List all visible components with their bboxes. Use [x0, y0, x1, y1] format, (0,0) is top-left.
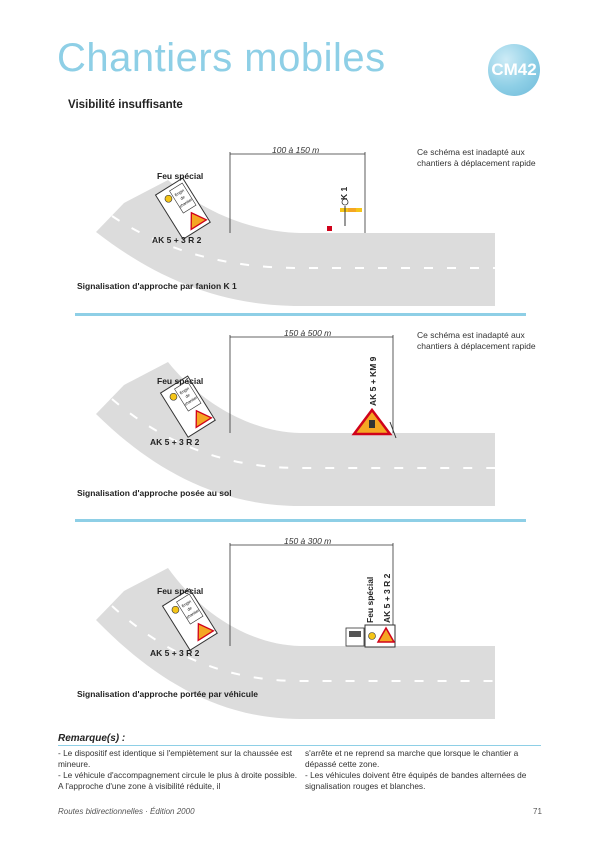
remark-text: s'arrête et ne reprend sa marche que lor… — [305, 748, 519, 769]
svg-text:de: de — [186, 605, 193, 612]
special-light-icon — [169, 392, 178, 401]
diagram-caption: Signalisation d'approche par fanion K 1 — [77, 281, 237, 291]
diagram-note: Ce schéma est inadapté aux chantiers à d… — [417, 330, 536, 351]
ak5-sign-icon — [195, 409, 213, 429]
svg-text:Engin: Engin — [179, 386, 190, 396]
svg-text:Engin: Engin — [174, 188, 185, 198]
vehicle-sign-label: AK 5 + 3 R 2 — [150, 437, 200, 447]
road-diagram-1: Engin de chantier — [96, 152, 495, 306]
diagram-caption: Signalisation d'approche portée par véhi… — [77, 689, 259, 699]
vehicle-panel — [174, 380, 202, 412]
work-vehicle: Engin de chantier — [159, 375, 216, 438]
road-centre-line — [111, 215, 495, 269]
distance-label: 150 à 300 m — [284, 536, 332, 546]
remark-text: - Le dispositif est identique si l'empiè… — [58, 748, 293, 769]
remarks-title: Remarque(s) : — [58, 733, 126, 744]
ak5-sign-icon — [376, 626, 396, 643]
diagram-caption: Signalisation d'approche posée au sol — [77, 488, 232, 498]
road-diagram-3: Engin de chantier — [96, 543, 495, 719]
device-label: AK 5 + KM 9 — [368, 356, 378, 406]
vehicle-label: Feu spécial — [157, 586, 204, 596]
vehicle-sign-label: AK 5 + 3 R 2 — [152, 235, 202, 245]
svg-text:de: de — [179, 194, 186, 201]
remarks-left-column: - Le dispositif est identique si l'empiè… — [58, 748, 298, 792]
road-centre-line — [111, 605, 495, 682]
page-subtitle: Visibilité insuffisante — [68, 99, 183, 111]
section-divider — [75, 313, 526, 316]
road-shape — [96, 362, 495, 506]
special-light-icon — [164, 194, 173, 203]
ground-sign-ak5-icon — [351, 407, 397, 439]
escort-vehicle — [345, 624, 396, 648]
ak5-sign-icon — [190, 211, 208, 231]
vehicle-label: Feu spécial — [157, 376, 204, 386]
distance-label: 100 à 150 m — [272, 145, 320, 155]
diagram-3: Engin de chantier 150 à 300 m Feu spécia… — [0, 528, 595, 728]
flag-k1-icon — [327, 198, 362, 231]
diagram-2: Engin de chantier 150 à 500 m Ce schéma … — [0, 322, 595, 517]
remark-text: - Le véhicule d'accompagnement circule l… — [58, 770, 298, 791]
page-number: 71 — [533, 807, 542, 816]
road-diagram-2: Engin de chantier — [96, 335, 495, 506]
section-badge: CM42 — [488, 44, 540, 96]
svg-text:de: de — [184, 392, 191, 399]
page-title: Chantiers mobiles — [57, 36, 386, 80]
footer-publication: Routes bidirectionnelles · Édition 2000 — [58, 807, 195, 816]
diagram-note: Ce schéma est inadapté aux chantiers à d… — [417, 147, 536, 168]
remarks-right-column: s'arrête et ne reprend sa marche que lor… — [305, 748, 545, 792]
remarks-divider — [58, 745, 541, 746]
svg-text:Engin: Engin — [181, 599, 192, 609]
device-label: K 1 — [339, 186, 349, 200]
vehicle-label: Feu spécial — [157, 171, 204, 181]
remark-text: - Les véhicules doivent être équipés de … — [305, 770, 527, 791]
device-label-light: Feu spécial — [365, 576, 375, 623]
work-vehicle: Engin de chantier — [154, 177, 211, 240]
road-centre-line — [111, 398, 495, 469]
device-label-sign: AK 5 + 3 R 2 — [382, 573, 392, 623]
vehicle-panel — [169, 182, 197, 214]
diagram-1: Engin de chantier 100 à 150 m Ce schéma … — [0, 140, 595, 315]
distance-label: 150 à 500 m — [284, 328, 332, 338]
vehicle-sign-label: AK 5 + 3 R 2 — [150, 648, 200, 658]
section-divider — [75, 519, 526, 522]
special-light-icon — [171, 605, 180, 614]
work-vehicle: Engin de chantier — [161, 588, 218, 651]
ak5-sign-icon — [197, 622, 215, 642]
vehicle-panel — [176, 593, 204, 625]
special-light-icon — [368, 632, 376, 640]
